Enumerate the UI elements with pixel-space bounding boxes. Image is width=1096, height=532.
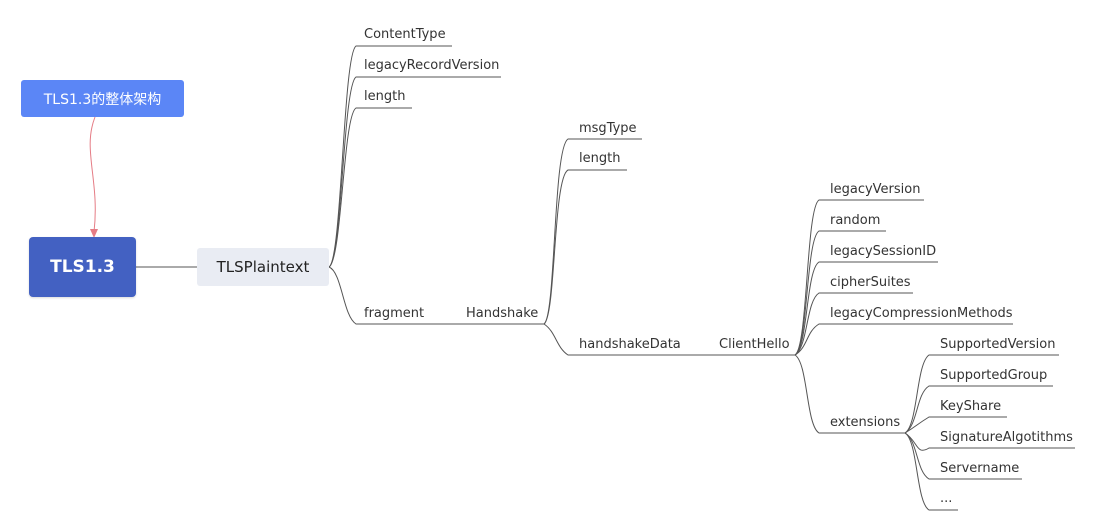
node-handshake[interactable]: Handshake bbox=[466, 306, 539, 321]
node-cipher-suites[interactable]: cipherSuites bbox=[830, 275, 911, 290]
node-key-share[interactable]: KeyShare bbox=[940, 399, 1002, 414]
node-supported-version[interactable]: SupportedVersion bbox=[940, 337, 1056, 352]
node-legacy-record-version[interactable]: legacyRecordVersion bbox=[364, 58, 500, 73]
root-topic[interactable]: TLS1.3 bbox=[29, 237, 136, 297]
node-more[interactable]: ... bbox=[940, 491, 953, 506]
node-legacy-version[interactable]: legacyVersion bbox=[830, 182, 921, 197]
node-random[interactable]: random bbox=[830, 213, 881, 228]
node-handshake-length[interactable]: length bbox=[579, 151, 621, 166]
node-extensions[interactable]: extensions bbox=[830, 415, 901, 430]
node-supported-group[interactable]: SupportedGroup bbox=[940, 368, 1048, 383]
node-signature-algorithms[interactable]: SignatureAlgotithms bbox=[940, 430, 1073, 445]
node-client-hello[interactable]: ClientHello bbox=[719, 337, 790, 352]
node-length[interactable]: length bbox=[364, 89, 406, 104]
node-handshake-data[interactable]: handshakeData bbox=[579, 337, 681, 352]
node-servername[interactable]: Servername bbox=[940, 461, 1020, 476]
branches-tlsplaintext bbox=[328, 45, 1075, 511]
main-topic-tlsplaintext[interactable]: TLSPlaintext bbox=[197, 248, 329, 286]
node-content-type[interactable]: ContentType bbox=[364, 27, 446, 42]
node-fragment[interactable]: fragment bbox=[364, 306, 425, 321]
callout-arrow bbox=[89, 116, 96, 233]
node-msg-type[interactable]: msgType bbox=[579, 121, 637, 136]
node-legacy-compression-methods[interactable]: legacyCompressionMethods bbox=[830, 306, 1013, 321]
callout-title[interactable]: TLS1.3的整体架构 bbox=[21, 80, 184, 117]
callout-arrowhead bbox=[90, 229, 98, 238]
node-legacy-session-id[interactable]: legacySessionID bbox=[830, 244, 937, 259]
